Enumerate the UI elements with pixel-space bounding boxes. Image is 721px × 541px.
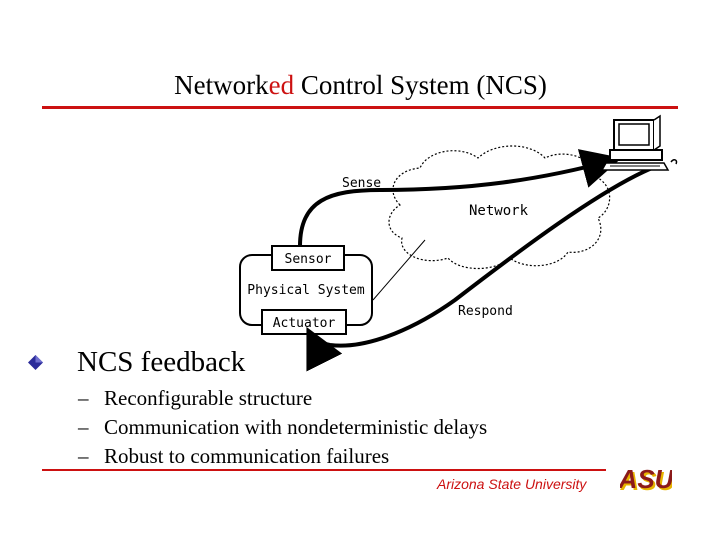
network-cloud xyxy=(388,145,611,269)
title-part-1: Network xyxy=(174,70,269,100)
slide-title: Networked Control System (NCS) xyxy=(0,70,721,101)
title-rule xyxy=(42,106,678,109)
bullet-text: NCS feedback xyxy=(77,346,246,378)
diamond-bullet-icon xyxy=(28,355,43,370)
bullet-row: NCS feedback xyxy=(28,346,245,379)
network-label: Network xyxy=(469,203,529,219)
actuator-label: Actuator xyxy=(273,316,336,331)
respond-arrow xyxy=(306,166,653,372)
footer-rule xyxy=(42,469,606,471)
sense-label: Sense xyxy=(342,176,381,191)
computer-icon xyxy=(600,114,678,171)
asu-logo-text-shadow: ASU xyxy=(620,466,672,494)
asu-logo: ASU ASU xyxy=(620,466,672,494)
sensor-label: Sensor xyxy=(285,252,332,267)
list-item: –Robust to communication failures xyxy=(78,444,390,468)
university-name: Arizona State University xyxy=(437,476,587,492)
sub-list: –Reconfigurable structure –Communication… xyxy=(78,384,487,471)
title-highlight: ed xyxy=(268,70,295,100)
title-part-2: Control System (NCS) xyxy=(294,70,547,100)
asu-logo-text: ASU xyxy=(620,466,672,494)
list-item: –Communication with nondeterministic del… xyxy=(78,415,488,439)
physical-system-label: Physical System xyxy=(247,283,365,298)
disturbance-line xyxy=(372,239,426,301)
sensor-box xyxy=(271,245,345,271)
respond-label: Respond xyxy=(458,304,513,319)
sense-arrow xyxy=(298,149,622,247)
list-item: –Reconfigurable structure xyxy=(78,386,313,410)
